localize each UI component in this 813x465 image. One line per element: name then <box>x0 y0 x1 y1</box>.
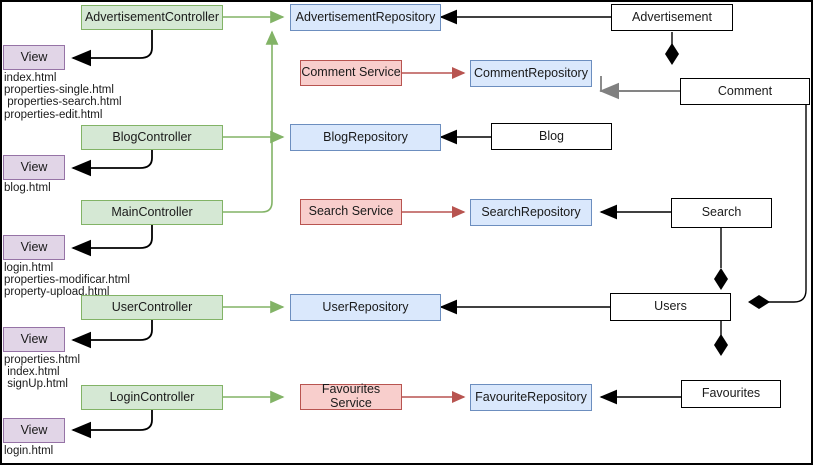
node-label: SearchRepository <box>481 204 581 219</box>
view-files-main: login.html properties-modificar.html pro… <box>4 262 130 299</box>
node-user-controller[interactable]: UserController <box>81 295 223 320</box>
node-search-entity[interactable]: Search <box>671 198 772 228</box>
node-label: LoginController <box>109 389 195 404</box>
node-advertisement-entity[interactable]: Advertisement <box>611 4 733 31</box>
view-files-user: properties.html index.html signUp.html <box>4 354 81 391</box>
node-label: Comment <box>717 83 773 98</box>
node-label: MainController <box>111 204 193 219</box>
node-view-main[interactable]: View <box>3 235 65 260</box>
node-label: Comment Service <box>301 65 401 80</box>
node-advertisement-repository[interactable]: AdvertisementRepository <box>290 4 441 31</box>
node-label: UserController <box>111 299 193 314</box>
node-comment-repository[interactable]: CommentRepository <box>470 60 592 87</box>
node-label: Favourites Service <box>321 382 381 410</box>
view-files-advertisement: index.html properties-single.html proper… <box>4 72 122 121</box>
node-label: View <box>20 331 48 346</box>
node-favourite-repository[interactable]: FavouriteRepository <box>470 384 592 411</box>
node-label: Blog <box>538 128 565 143</box>
node-blog-repository[interactable]: BlogRepository <box>290 124 441 151</box>
node-label: Search Service <box>308 204 394 219</box>
node-label: CommentRepository <box>474 65 588 80</box>
node-view-blog[interactable]: View <box>3 155 65 180</box>
node-label: UserRepository <box>322 299 409 314</box>
node-comment-entity[interactable]: Comment <box>680 78 810 105</box>
node-blog-entity[interactable]: Blog <box>491 123 612 150</box>
node-advertisement-controller[interactable]: AdvertisementController <box>81 5 223 30</box>
node-label: Search <box>701 205 742 220</box>
view-files-login: login.html <box>4 445 54 457</box>
node-main-controller[interactable]: MainController <box>81 200 223 225</box>
node-label: Users <box>654 299 687 314</box>
node-label: View <box>20 422 48 437</box>
node-search-repository[interactable]: SearchRepository <box>470 199 592 226</box>
node-label: Advertisement <box>632 9 712 24</box>
node-label: BlogController <box>112 129 192 144</box>
node-favourites-service[interactable]: Favourites Service <box>300 382 402 410</box>
node-view-advertisement[interactable]: View <box>3 45 65 70</box>
node-comment-service[interactable]: Comment Service <box>300 60 402 86</box>
node-favourites-entity[interactable]: Favourites <box>681 380 781 408</box>
node-blog-controller[interactable]: BlogController <box>81 125 223 150</box>
node-search-service[interactable]: Search Service <box>300 199 402 225</box>
view-files-blog: blog.html <box>4 182 51 194</box>
node-label: Favourites <box>701 386 761 401</box>
node-label: View <box>20 49 48 64</box>
node-label: AdvertisementRepository <box>295 9 436 24</box>
node-view-login[interactable]: View <box>3 418 65 443</box>
node-users-entity[interactable]: Users <box>610 293 731 321</box>
node-view-user[interactable]: View <box>3 327 65 352</box>
node-label: BlogRepository <box>323 129 408 144</box>
node-label: View <box>20 159 48 174</box>
node-user-repository[interactable]: UserRepository <box>290 294 441 321</box>
node-label: AdvertisementController <box>84 9 220 24</box>
node-label: View <box>20 239 48 254</box>
node-label: FavouriteRepository <box>475 389 587 404</box>
node-login-controller[interactable]: LoginController <box>81 385 223 410</box>
